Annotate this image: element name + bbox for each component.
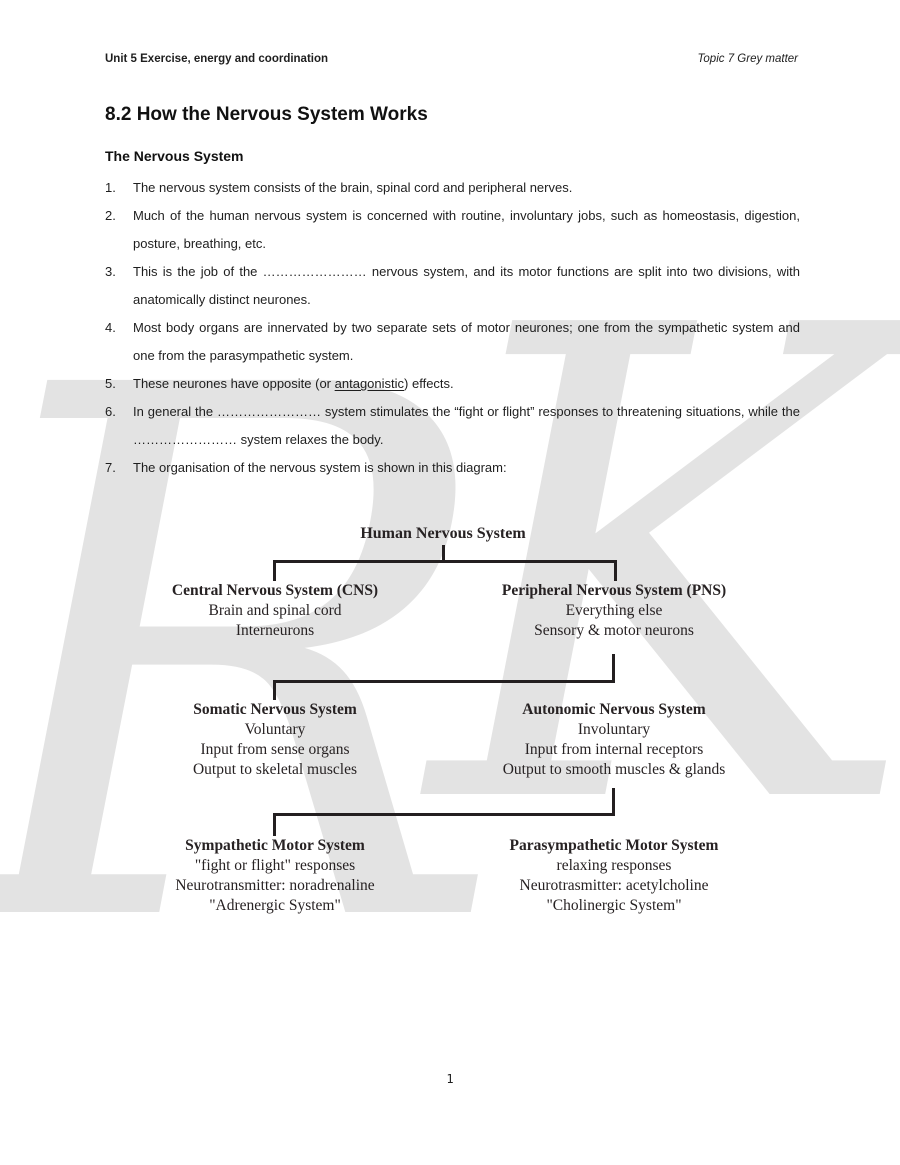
node-pns-title: Peripheral Nervous System (PNS) [501,582,727,599]
list-item-6: 6. In general the …………………… system stimul… [105,398,800,454]
node-pns: Peripheral Nervous System (PNS) Everythi… [454,581,774,641]
node-autonomic: Autonomic Nervous System Involuntary Inp… [444,700,784,780]
list-item-number: 6. [105,404,116,419]
node-parasympathetic: Parasympathetic Motor System relaxing re… [444,836,784,916]
header-topic-label: Topic 7 Grey matter [697,53,798,65]
numbered-list: 1. The nervous system consists of the br… [105,174,800,482]
connector-tier3 [273,813,615,836]
node-parasympathetic-line: relaxing responses [556,857,672,874]
page-title: 8.2 How the Nervous System Works [105,104,428,125]
node-somatic-line: Input from sense organs [200,741,350,758]
node-autonomic-line: Output to smooth muscles & glands [502,761,726,778]
node-pns-line: Everything else [565,602,663,619]
node-sympathetic-title: Sympathetic Motor System [185,837,365,854]
connector-pns-stem [612,654,615,682]
node-parasympathetic-line: "Cholinergic System" [546,897,682,914]
node-cns: Central Nervous System (CNS) Brain and s… [125,581,425,641]
list-item-text: The organisation of the nervous system i… [133,460,507,475]
connector-root-stem [442,545,445,562]
list-item-text: Much of the human nervous system is conc… [133,208,800,251]
list-item-5: 5. These neurones have opposite (or anta… [105,370,800,398]
list-item-2: 2. Much of the human nervous system is c… [105,202,800,258]
page-number: 1 [446,1072,454,1086]
list-item-number: 7. [105,460,116,475]
list-item-7: 7. The organisation of the nervous syste… [105,454,800,482]
section-heading: The Nervous System [105,148,244,164]
node-parasympathetic-line: Neurotrasmitter: acetylcholine [519,877,709,894]
connector-autonomic-stem [612,788,615,815]
node-cns-title: Central Nervous System (CNS) [171,582,379,599]
node-cns-line: Brain and spinal cord [208,602,342,619]
list-item-1: 1. The nervous system consists of the br… [105,174,800,202]
list-item-4: 4. Most body organs are innervated by tw… [105,314,800,370]
list-item-text: This is the job of the …………………… nervous … [133,264,800,307]
node-sympathetic-line: Neurotransmitter: noradrenaline [175,877,375,894]
diagram-root-node: Human Nervous System [360,525,526,542]
node-cns-line: Interneurons [235,622,315,639]
list-item-number: 4. [105,320,116,335]
list-item-number: 5. [105,376,116,391]
node-somatic-line: Voluntary [244,721,306,738]
underlined-word: antagonistic [334,376,405,391]
list-item-number: 1. [105,180,116,195]
node-sympathetic-line: "fight or flight" responses [194,857,356,874]
node-autonomic-title: Autonomic Nervous System [522,701,706,718]
list-item-text-pre: These neurones have opposite (or [133,376,335,391]
list-item-number: 2. [105,208,116,223]
node-sympathetic-line: "Adrenergic System" [209,897,341,914]
list-item-text-post: ) effects. [404,376,454,391]
connector-tier2 [273,680,615,700]
list-item-text: In general the …………………… system stimulate… [133,404,800,447]
list-item-text: The nervous system consists of the brain… [133,180,573,195]
node-somatic: Somatic Nervous System Voluntary Input f… [125,700,425,780]
header-unit-label: Unit 5 Exercise, energy and coordination [105,53,329,65]
node-pns-line: Sensory & motor neurons [534,622,694,639]
page-header: Unit 5 Exercise, energy and coordination… [105,52,798,67]
list-item-number: 3. [105,264,116,279]
node-autonomic-line: Involuntary [577,721,651,738]
node-autonomic-line: Input from internal receptors [524,741,704,758]
node-parasympathetic-title: Parasympathetic Motor System [509,837,719,854]
node-somatic-line: Output to skeletal muscles [192,761,357,778]
list-item-text: Most body organs are innervated by two s… [133,320,800,363]
node-somatic-title: Somatic Nervous System [193,701,357,718]
list-item-3: 3. This is the job of the …………………… nervo… [105,258,800,314]
node-sympathetic: Sympathetic Motor System "fight or fligh… [115,836,435,916]
connector-tier1 [273,560,617,581]
